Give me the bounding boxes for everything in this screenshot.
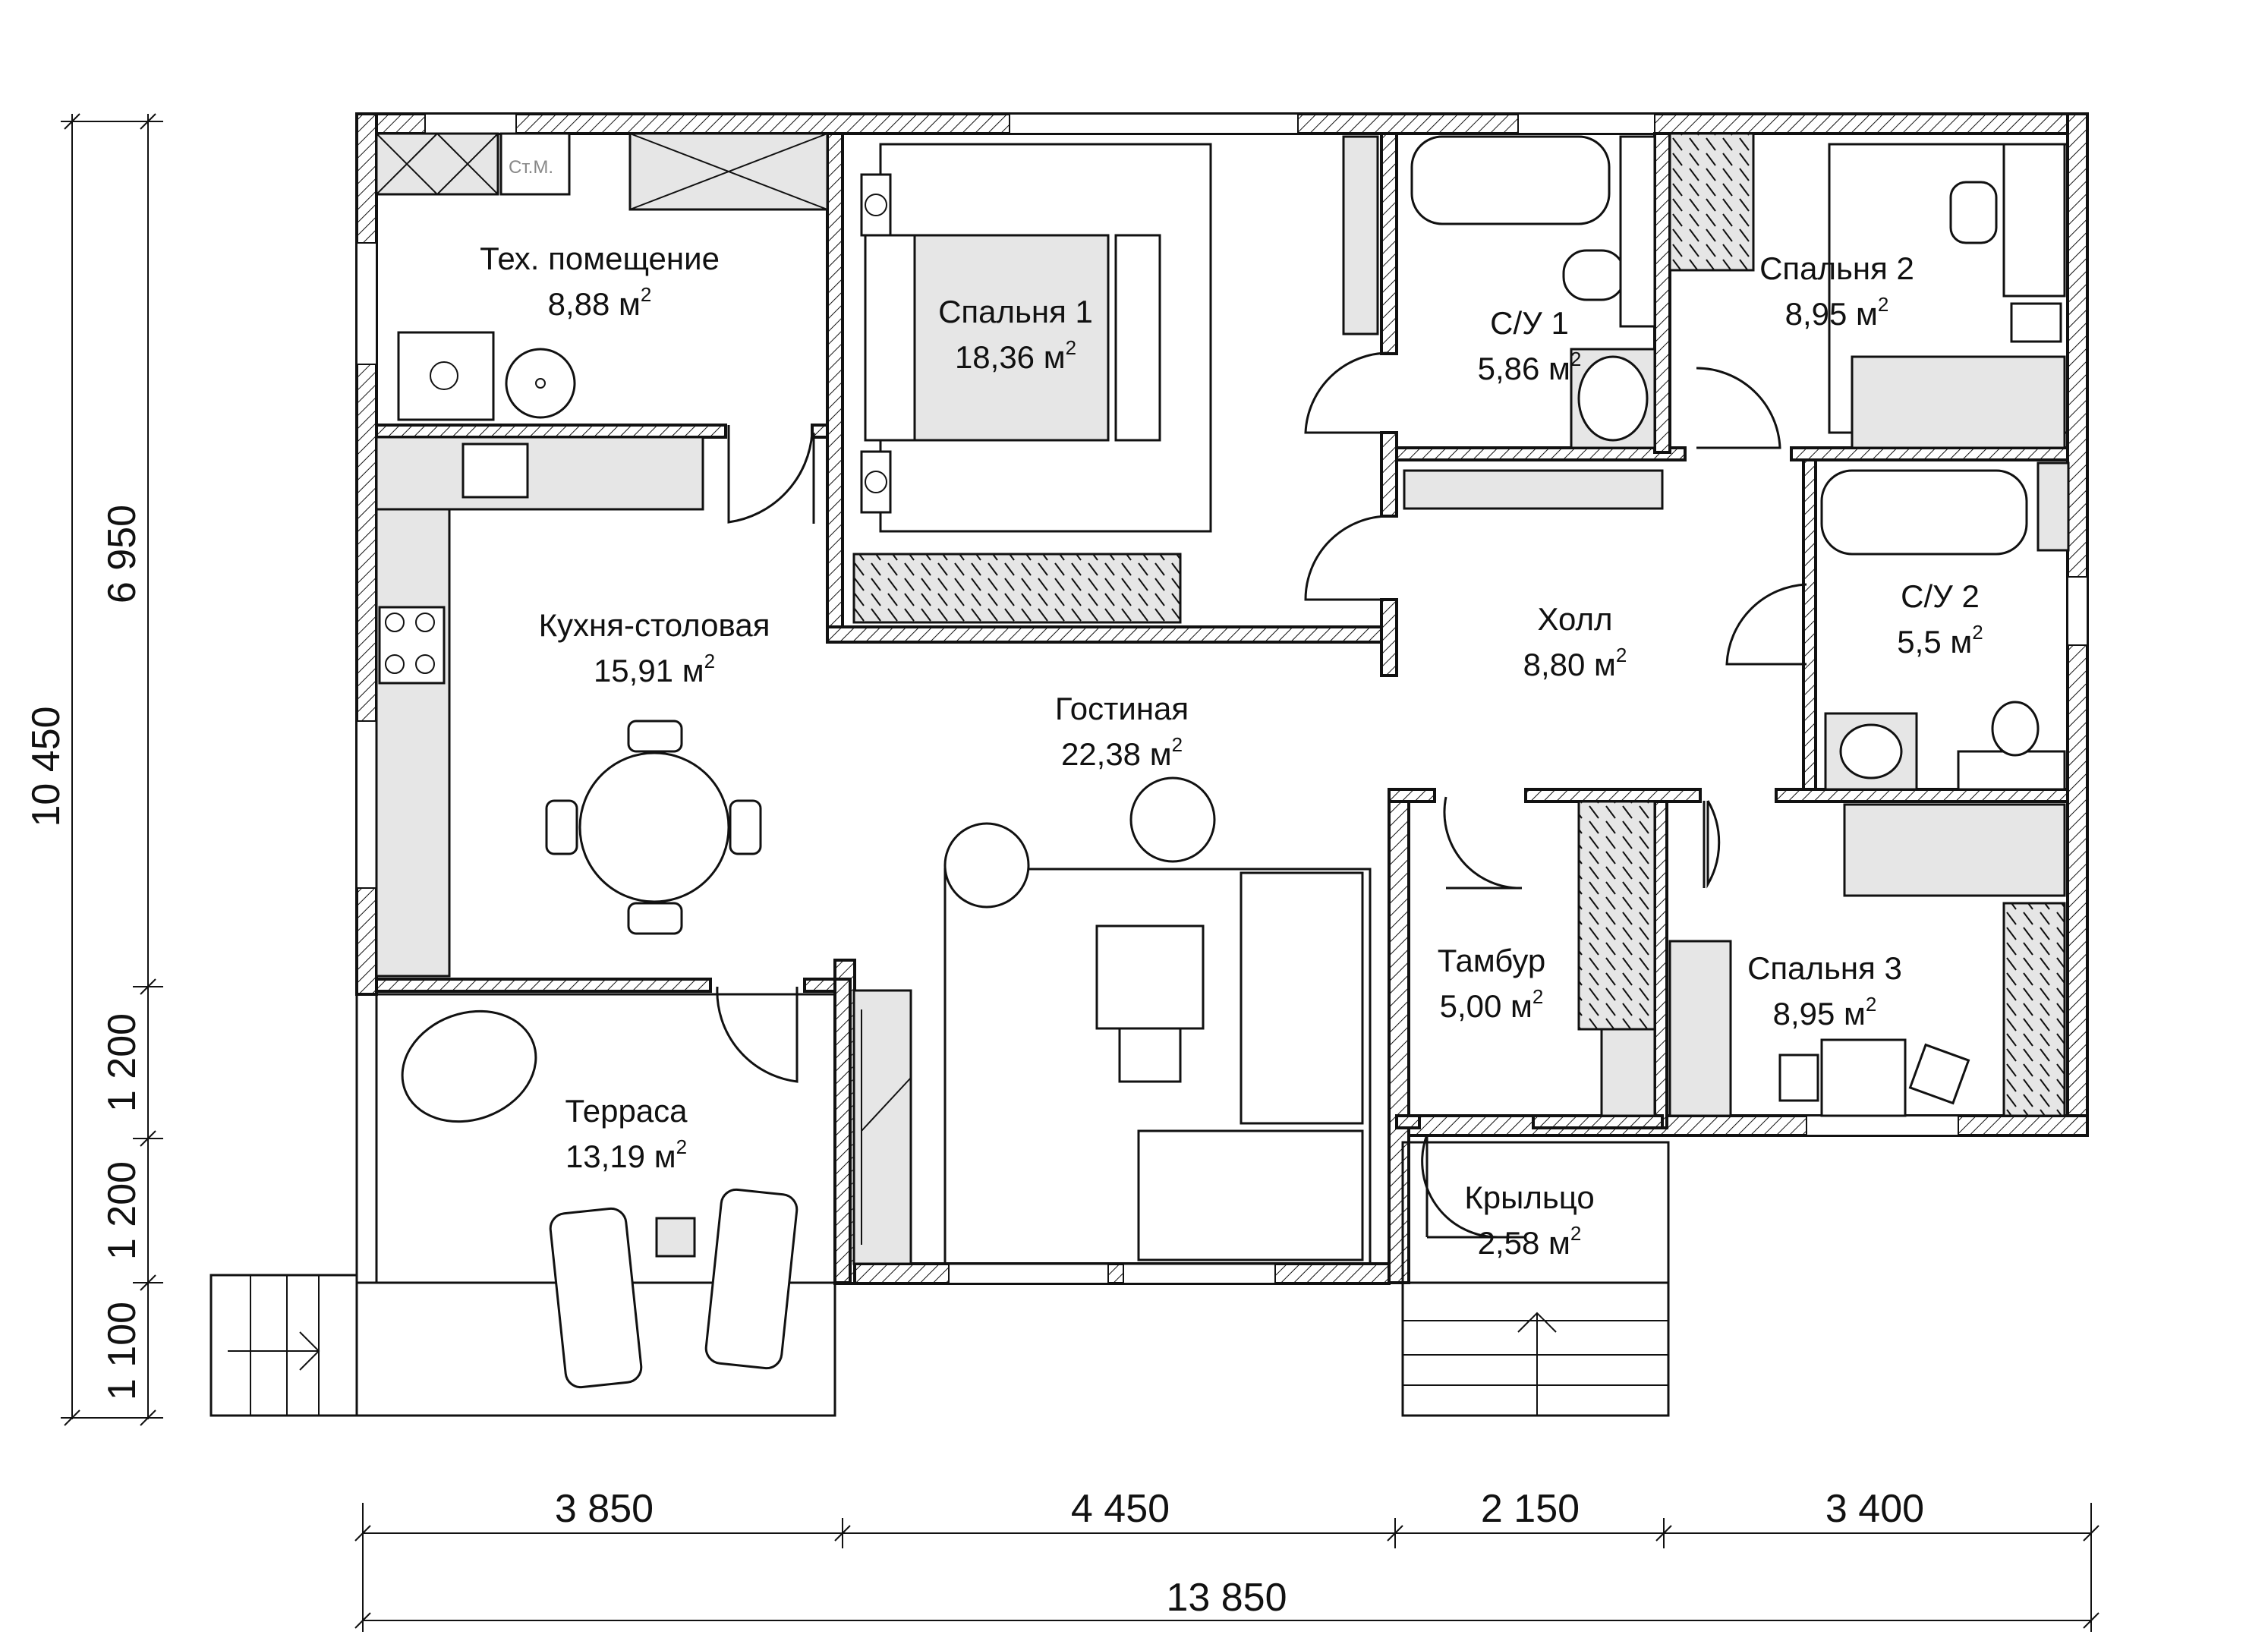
tech-room-furniture: Ст.М. xyxy=(375,132,829,421)
area-unit-sup: 2 xyxy=(1172,733,1183,756)
room-area-value: 13,19 м xyxy=(565,1139,676,1174)
room-area: 18,36 м2 xyxy=(955,336,1076,375)
room-area-value: 8,88 м xyxy=(548,286,641,322)
dimension-label: 6 950 xyxy=(100,505,144,603)
appliance-label: Ст.М. xyxy=(509,157,553,178)
room-label-bath2: С/У 2 5,5 м2 xyxy=(1897,578,1983,660)
porch-steps xyxy=(1401,1141,1670,1417)
area-unit-sup: 2 xyxy=(641,283,651,306)
area-unit-sup: 2 xyxy=(1570,348,1581,370)
room-area: 5,5 м2 xyxy=(1897,621,1983,660)
room-name: Холл xyxy=(1538,601,1613,637)
bottom-dimensions: 3 850 4 450 2 150 3 400 13 850 xyxy=(354,1487,2099,1632)
vestibule-bedroom3-furniture xyxy=(1577,800,2066,1117)
area-unit-sup: 2 xyxy=(1878,293,1888,316)
dimension-label: 3 400 xyxy=(1825,1487,1924,1531)
room-area-value: 8,80 м xyxy=(1523,647,1616,682)
room-label-porch: Крыльцо 2,58 м2 xyxy=(1464,1179,1594,1261)
room-area: 2,58 м2 xyxy=(1478,1222,1582,1261)
room-label-bedroom1: Спальня 1 18,36 м2 xyxy=(938,294,1093,375)
room-label-bath1: С/У 1 5,86 м2 xyxy=(1478,305,1582,386)
room-name: Спальня 3 xyxy=(1747,950,1902,986)
room-area: 8,88 м2 xyxy=(548,283,652,322)
room-area-value: 5,00 м xyxy=(1440,988,1532,1024)
area-unit-sup: 2 xyxy=(676,1135,687,1158)
room-name: С/У 1 xyxy=(1490,305,1569,341)
area-unit-sup: 2 xyxy=(704,650,715,672)
room-label-bedroom2: Спальня 2 8,95 м2 xyxy=(1759,250,1914,332)
room-area: 15,91 м2 xyxy=(594,650,715,688)
room-name: Крыльцо xyxy=(1464,1179,1594,1215)
room-area: 8,95 м2 xyxy=(1773,993,1877,1031)
room-area: 5,00 м2 xyxy=(1440,985,1544,1024)
room-area-value: 5,86 м xyxy=(1478,351,1570,386)
area-unit-sup: 2 xyxy=(1616,644,1627,666)
room-name: Терраса xyxy=(565,1093,688,1129)
room-label-vestibule: Тамбур 5,00 м2 xyxy=(1438,943,1546,1024)
dimension-label: 1 100 xyxy=(100,1302,144,1400)
room-name: Спальня 2 xyxy=(1759,250,1914,286)
room-name: С/У 2 xyxy=(1901,578,1980,614)
dimension-label: 3 850 xyxy=(555,1487,654,1531)
terrace-steps xyxy=(209,1274,358,1417)
room-label-terrace: Терраса 13,19 м2 xyxy=(565,1093,688,1174)
bedroom1-furniture xyxy=(852,143,1212,624)
dimension-total: 10 450 xyxy=(24,706,68,827)
room-area: 22,38 м2 xyxy=(1061,733,1183,772)
room-name: Спальня 1 xyxy=(938,294,1093,329)
room-area-value: 22,38 м xyxy=(1061,736,1172,772)
dimension-label: 2 150 xyxy=(1481,1487,1580,1531)
room-area: 8,80 м2 xyxy=(1523,644,1627,682)
room-area: 13,19 м2 xyxy=(565,1135,687,1174)
interior-walls xyxy=(375,132,2069,1284)
room-area: 8,95 м2 xyxy=(1785,293,1889,332)
area-unit-sup: 2 xyxy=(1972,621,1983,644)
terrace-furniture xyxy=(401,1009,799,1389)
room-area-value: 18,36 м xyxy=(955,339,1066,375)
living-furniture xyxy=(852,776,1372,1265)
room-label-living: Гостиная 22,38 м2 xyxy=(1055,691,1189,772)
room-label-tech: Тех. помещение 8,88 м2 xyxy=(480,241,720,322)
area-unit-sup: 2 xyxy=(1532,985,1543,1008)
bath1-furniture xyxy=(1342,135,1664,510)
room-area: 5,86 м2 xyxy=(1478,348,1582,386)
room-label-hall: Холл 8,80 м2 xyxy=(1523,601,1627,682)
room-name: Гостиная xyxy=(1055,691,1189,726)
kitchen-furniture xyxy=(375,436,762,978)
dimension-label: 1 200 xyxy=(100,1013,144,1112)
dimension-label: 1 200 xyxy=(100,1161,144,1260)
room-name: Кухня-столовая xyxy=(539,607,770,643)
bedroom2-furniture xyxy=(1668,132,2069,449)
room-area-value: 15,91 м xyxy=(594,653,704,688)
room-labels: Тех. помещение 8,88 м2 Спальня 1 18,36 м… xyxy=(480,241,1983,1261)
area-unit-sup: 2 xyxy=(1066,336,1076,359)
room-name: Тех. помещение xyxy=(480,241,720,276)
room-area-value: 8,95 м xyxy=(1785,296,1878,332)
bath2-furniture xyxy=(1820,461,2070,791)
dimension-label: 4 450 xyxy=(1071,1487,1170,1531)
room-name: Тамбур xyxy=(1438,943,1546,978)
room-area-value: 2,58 м xyxy=(1478,1225,1570,1261)
area-unit-sup: 2 xyxy=(1570,1222,1581,1245)
area-unit-sup: 2 xyxy=(1866,993,1876,1016)
room-label-bedroom3: Спальня 3 8,95 м2 xyxy=(1747,950,1902,1031)
room-label-kitchen: Кухня-столовая 15,91 м2 xyxy=(539,607,770,688)
room-area-value: 8,95 м xyxy=(1773,996,1866,1031)
room-area-value: 5,5 м xyxy=(1897,624,1972,660)
doors xyxy=(716,351,1807,1239)
left-dimensions: 10 450 6 950 1 200 1 200 1 100 xyxy=(24,113,163,1426)
dimension-total: 13 850 xyxy=(1166,1576,1287,1620)
